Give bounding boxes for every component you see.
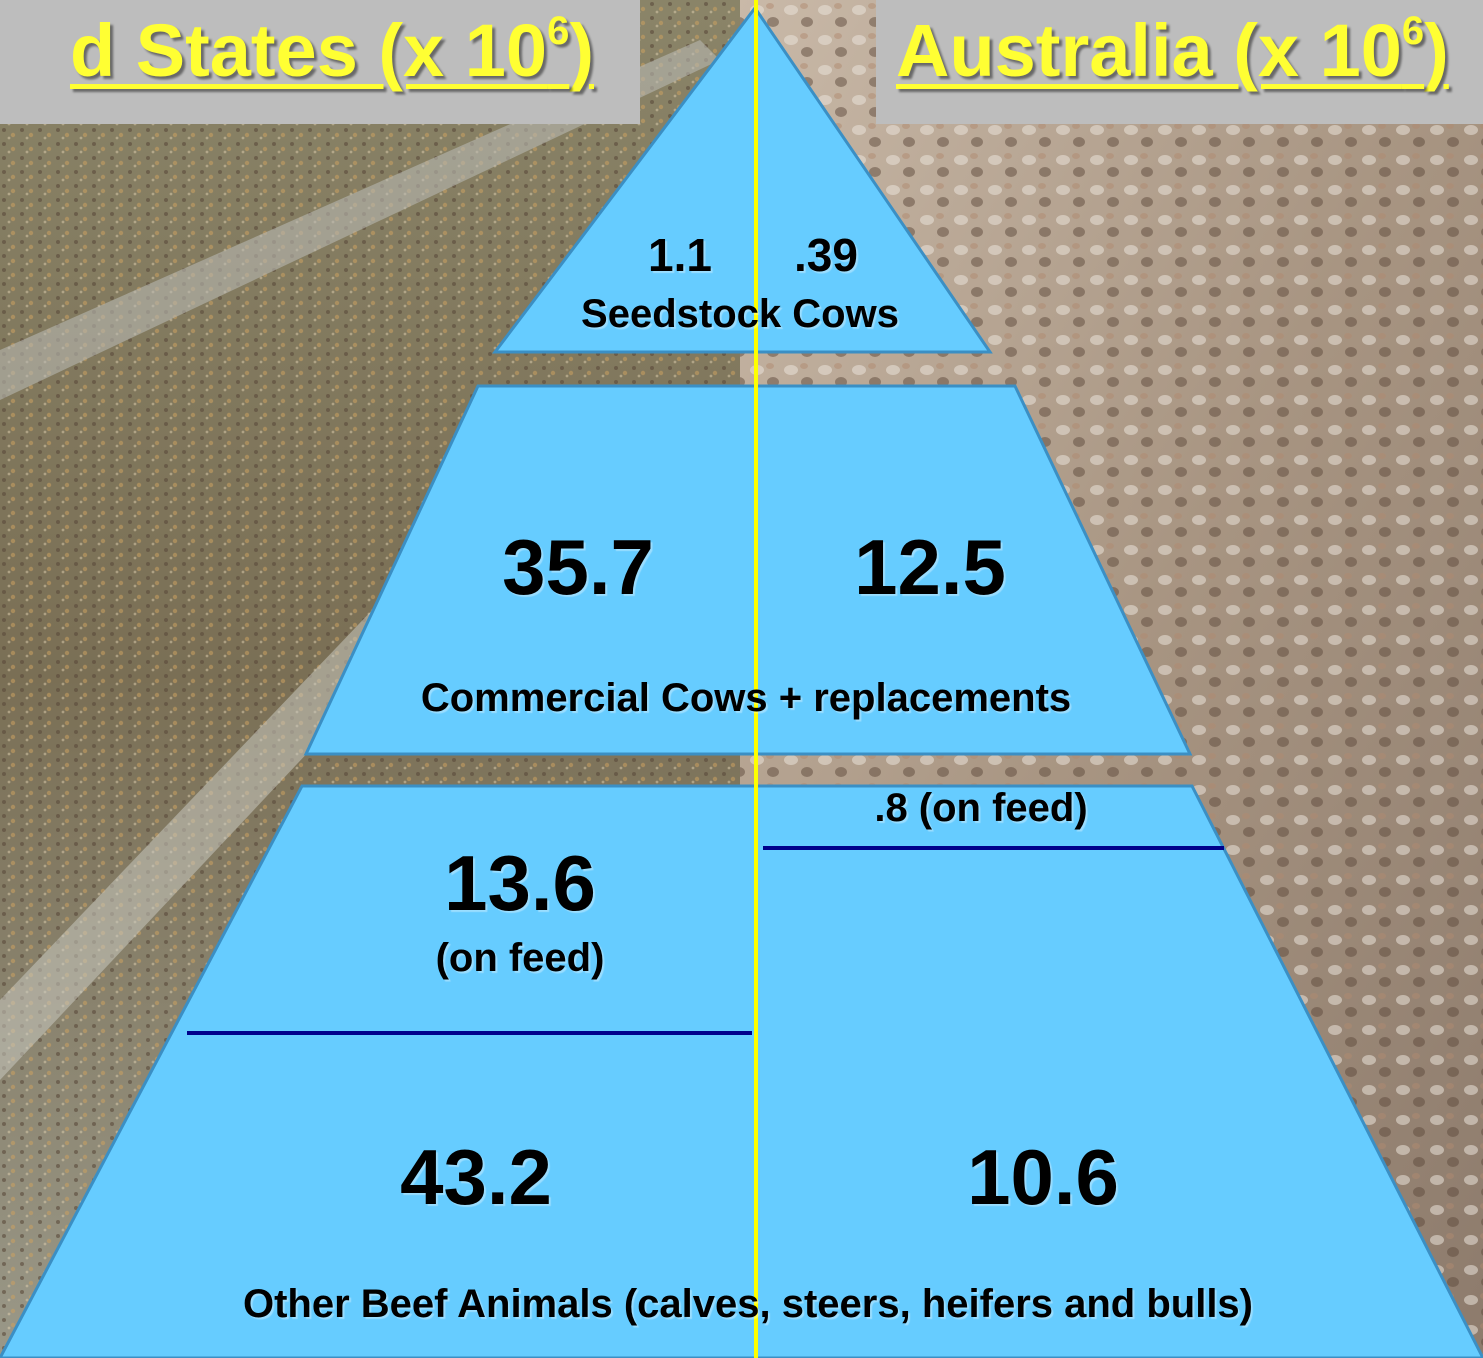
australia-title: Australia (x 106) xyxy=(896,9,1449,92)
au-seedstock-value: .39 xyxy=(794,229,858,281)
commercial-label: Commercial Cows + replacements xyxy=(420,676,1072,720)
other-beef-label: Other Beef Animals (calves, steers, heif… xyxy=(243,1282,1253,1326)
us-commercial-value: 35.7 xyxy=(502,523,654,611)
commercial-tier xyxy=(303,384,1193,756)
seedstock-tier xyxy=(491,5,993,354)
us-title: d States (x 106) xyxy=(69,9,594,92)
seedstock-label: Seedstock Cows xyxy=(581,292,899,336)
us-seedstock-value: 1.1 xyxy=(648,229,712,281)
au-commercial-value: 12.5 xyxy=(854,523,1006,611)
us-on-feed-label: (on feed) xyxy=(435,936,605,980)
australia-title-box: Australia (x 106) xyxy=(876,0,1483,124)
us-title-box: d States (x 106) xyxy=(0,0,640,124)
other-beef-tier xyxy=(0,784,1483,1358)
au-on-feed-label: .8 (on feed) xyxy=(874,786,1088,830)
au-other-value: 10.6 xyxy=(967,1133,1119,1221)
us-on-feed-value: 13.6 xyxy=(444,839,596,927)
us-other-value: 43.2 xyxy=(400,1133,552,1221)
